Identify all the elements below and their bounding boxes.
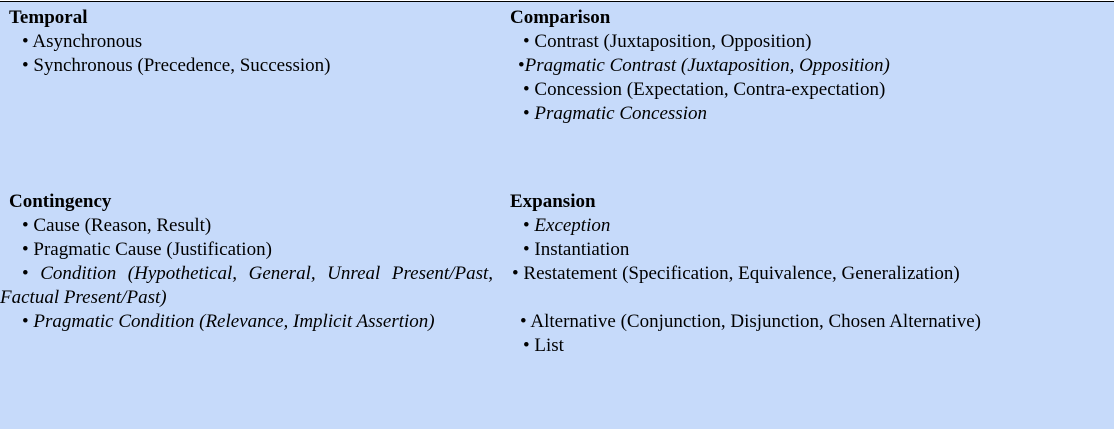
list-item-text: List [534,335,564,356]
list-item: • Restatement (Specification, Equivalenc… [510,262,1110,286]
section-heading-temporal: Temporal [9,7,88,28]
bullet-icon: • [22,239,29,260]
bullet-icon: • [523,79,530,100]
list-item: • Pragmatic Concession [510,102,1110,126]
section-contingency: Contingency • Cause (Reason, Result) • P… [0,190,493,334]
list-item-text: Asynchronous [32,31,143,52]
list-item-text: Contrast (Juxtaposition, Opposition) [534,31,812,52]
list-item: • Pragmatic Cause (Justification) [9,238,493,262]
section-comparison: Comparison • Contrast (Juxtaposition, Op… [510,6,1110,126]
section-heading-contingency: Contingency [9,191,112,212]
list-item-text: Cause (Reason, Result) [33,215,212,236]
list-item-text: Condition (Hypothetical, General, Unreal… [0,263,494,308]
bullet-icon: • [523,335,530,356]
list-item: • Asynchronous [9,30,493,54]
bullet-icon: • [518,55,525,76]
bullet-icon: • [22,263,29,284]
bullet-icon: • [523,215,530,236]
bullet-icon: • [520,311,527,332]
bullet-icon: • [523,239,530,260]
list-item: • Concession (Expectation, Contra-expect… [510,78,1110,102]
list-item: • Instantiation [510,238,1110,262]
list-item-text: Alternative (Conjunction, Disjunction, C… [530,311,981,332]
list-item: • List [510,334,1110,358]
list-item: • Alternative (Conjunction, Disjunction,… [510,310,1100,334]
list-item: • Cause (Reason, Result) [9,214,493,238]
list-item: •Pragmatic Contrast (Juxtaposition, Oppo… [510,54,1110,78]
list-item-text: Concession (Expectation, Contra-expectat… [534,79,886,100]
list-item-text: Restatement (Specification, Equivalence,… [523,263,960,284]
list-item: • Contrast (Juxtaposition, Opposition) [510,30,1110,54]
section-heading-comparison: Comparison [510,7,611,28]
bullet-icon: • [22,55,29,76]
bullet-icon: • [523,31,530,52]
bullet-icon: • [22,31,29,52]
list-item: • Pragmatic Condition (Relevance, Implic… [0,310,493,334]
bullet-icon: • [523,103,530,124]
list-item-text: Synchronous (Precedence, Succession) [33,55,331,76]
bullet-icon: • [22,215,29,236]
section-heading-expansion: Expansion [510,191,596,212]
list-item-text: Pragmatic Concession [534,103,707,124]
list-item: • Exception [510,214,1110,238]
bullet-icon: • [22,311,29,332]
list-item: • Condition (Hypothetical, General, Unre… [0,262,493,310]
list-item-text: Pragmatic Condition (Relevance, Implicit… [33,311,435,332]
section-expansion: Expansion • Exception • Instantiation • … [510,190,1110,358]
list-item-text: Pragmatic Contrast (Juxtaposition, Oppos… [524,55,890,76]
list-item-text: Instantiation [534,239,630,260]
bullet-icon: • [512,263,519,284]
section-temporal: Temporal • Asynchronous • Synchronous (P… [9,6,493,78]
top-rule [0,1,1114,2]
list-item-text: Pragmatic Cause (Justification) [33,239,272,260]
list-item-text: Exception [534,215,611,236]
list-item: • Synchronous (Precedence, Succession) [9,54,493,78]
